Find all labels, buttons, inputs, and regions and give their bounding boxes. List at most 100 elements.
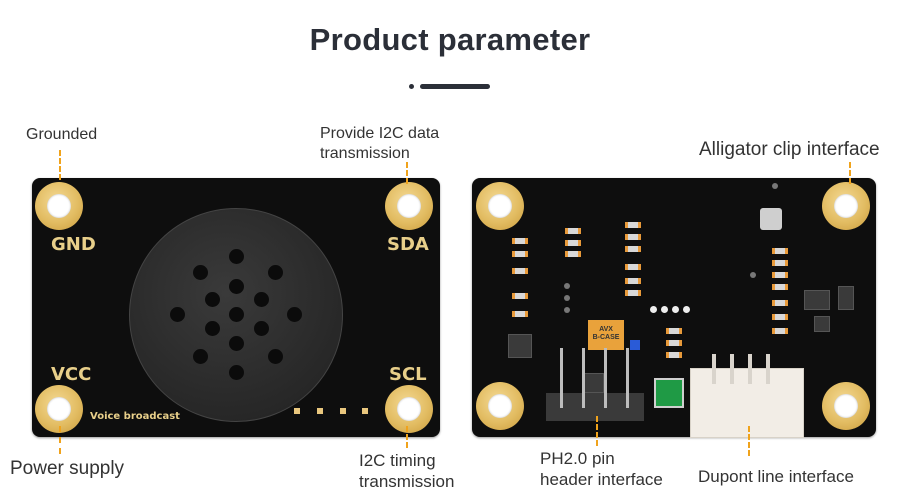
smd-component xyxy=(772,328,788,334)
speaker-hole xyxy=(193,265,208,280)
pad-top-left xyxy=(476,182,524,230)
dupont-pin xyxy=(712,354,716,384)
sot-chip xyxy=(814,316,830,332)
silkscreen-text: Voice broadcast xyxy=(90,411,180,422)
label-grounded: Grounded xyxy=(26,126,98,143)
smd-component xyxy=(666,340,682,346)
smd-component xyxy=(772,272,788,278)
pad-bottom-left xyxy=(476,382,524,430)
speaker-hole xyxy=(229,307,244,322)
green-component xyxy=(654,378,684,408)
dupont-pin xyxy=(748,354,752,384)
pin-label-gnd: GND xyxy=(51,234,96,255)
speaker-hole xyxy=(254,292,269,307)
header-pad xyxy=(294,408,300,414)
smd-component xyxy=(625,246,641,252)
smd-component xyxy=(565,228,581,234)
transistor xyxy=(584,373,604,393)
smd-component xyxy=(512,238,528,244)
speaker-hole xyxy=(229,249,244,264)
pin-label-sda: SDA xyxy=(387,234,429,255)
leader-grounded xyxy=(59,150,61,180)
tantalum-capacitor: AVX B-CASE xyxy=(588,320,624,350)
board-back: AVX B-CASE xyxy=(472,178,876,438)
pad-gnd xyxy=(35,182,83,230)
speaker-hole xyxy=(254,321,269,336)
speaker-hole xyxy=(268,265,283,280)
via xyxy=(750,272,756,278)
speaker-hole xyxy=(268,349,283,364)
smd-component xyxy=(512,268,528,274)
dupont-pin xyxy=(766,354,770,384)
speaker-hole xyxy=(205,321,220,336)
smd-component xyxy=(625,222,641,228)
label-i2c-timing: I2C timing transmission xyxy=(359,451,455,491)
smd-component xyxy=(512,251,528,257)
title-decor-dot xyxy=(409,84,414,89)
header-pin xyxy=(626,348,629,408)
test-point xyxy=(650,306,657,313)
via xyxy=(564,295,570,301)
smd-component xyxy=(625,234,641,240)
leader-power xyxy=(59,426,61,454)
smd-component xyxy=(625,278,641,284)
header-pin xyxy=(560,348,563,408)
leader-ph-header xyxy=(596,416,598,446)
pin-label-vcc: VCC xyxy=(51,364,92,385)
smd-component xyxy=(772,248,788,254)
label-power-supply: Power supply xyxy=(10,458,125,479)
via xyxy=(772,183,778,189)
speaker-hole xyxy=(287,307,302,322)
label-i2c-data: Provide I2C data transmission xyxy=(320,125,440,162)
crystal xyxy=(760,208,782,230)
speaker-hole xyxy=(170,307,185,322)
pad-sda xyxy=(385,182,433,230)
pad-vcc xyxy=(35,385,83,433)
speaker xyxy=(129,208,343,422)
smd-component xyxy=(565,240,581,246)
dupont-pin xyxy=(730,354,734,384)
pad-top-right xyxy=(822,182,870,230)
smd-component xyxy=(666,352,682,358)
smd-component xyxy=(512,311,528,317)
page-title: Product parameter xyxy=(309,22,591,57)
pin-label-scl: SCL xyxy=(389,364,427,385)
pad-bottom-right xyxy=(822,382,870,430)
smd-component xyxy=(565,251,581,257)
smd-component xyxy=(772,260,788,266)
test-point xyxy=(683,306,690,313)
speaker-hole xyxy=(229,336,244,351)
speaker-hole xyxy=(193,349,208,364)
smd-component xyxy=(625,264,641,270)
speaker-hole xyxy=(205,292,220,307)
smd-component xyxy=(772,314,788,320)
test-point xyxy=(672,306,679,313)
leader-alligator xyxy=(849,162,851,184)
board-front: GND SDA VCC SCL Voice broadcast xyxy=(32,178,440,437)
label-alligator: Alligator clip interface xyxy=(699,139,880,160)
sot-chip xyxy=(838,286,854,310)
speaker-hole xyxy=(229,365,244,380)
title-decor-bar xyxy=(420,84,490,89)
header-pad xyxy=(317,408,323,414)
header-pad xyxy=(362,408,368,414)
smd-component xyxy=(625,290,641,296)
smd-component xyxy=(772,284,788,290)
test-point xyxy=(661,306,668,313)
via xyxy=(564,283,570,289)
leader-i2c-timing xyxy=(406,426,408,448)
header-pin xyxy=(604,348,607,408)
ic-chip xyxy=(508,334,532,358)
pad-scl xyxy=(385,385,433,433)
leader-dupont xyxy=(748,426,750,456)
label-dupont: Dupont line interface xyxy=(698,467,854,486)
smd-component xyxy=(772,300,788,306)
blue-diode xyxy=(630,340,640,350)
via xyxy=(564,307,570,313)
label-ph-header: PH2.0 pin header interface xyxy=(540,449,663,489)
header-pin xyxy=(582,348,585,408)
speaker-hole xyxy=(229,279,244,294)
dupont-connector xyxy=(690,368,804,438)
sot-chip xyxy=(804,290,830,310)
header-pad xyxy=(340,408,346,414)
